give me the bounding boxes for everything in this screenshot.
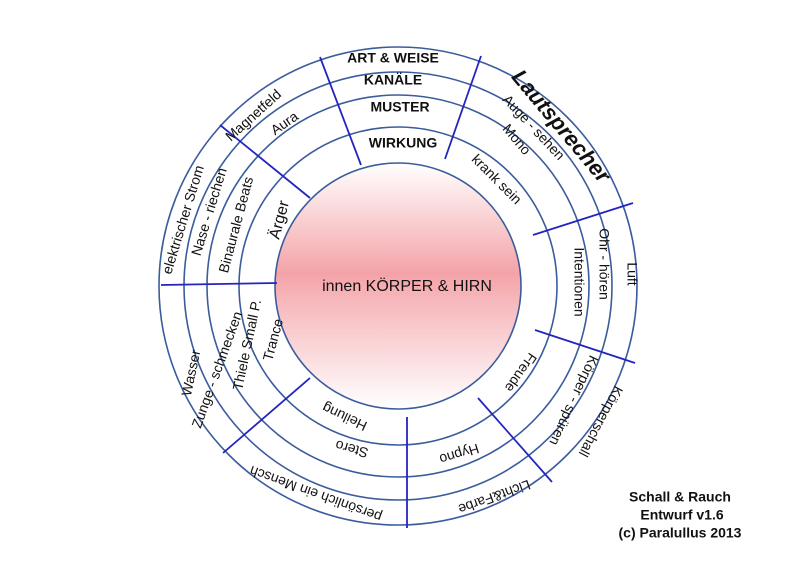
label-licht-farbe: Licht&Farbe (456, 477, 533, 518)
ring-4 (238, 126, 558, 446)
label-freude: Freude (502, 350, 541, 396)
label-luft: Luft (624, 262, 640, 285)
label-wasser: Wasser (178, 348, 203, 398)
label-persoenlich-ein-mensch: persönlich ein Mensch (247, 463, 383, 526)
divider (222, 377, 311, 454)
header-wirkung: WIRKUNG (369, 135, 438, 151)
label-heilung: Heilung (320, 400, 370, 435)
header-muster: MUSTER (370, 99, 429, 115)
divider (477, 397, 553, 483)
sector-dividers (160, 55, 636, 528)
header-art-weise: ART & WEISE (347, 50, 439, 66)
label-trance: Trance (259, 317, 286, 363)
footer-version: Entwurf v1.6 (640, 507, 723, 523)
divider (534, 329, 636, 364)
divider (444, 55, 482, 160)
footer-copyright: (c) Paralullus 2013 (619, 525, 742, 541)
core-circle (274, 162, 522, 410)
ring-3 (206, 94, 590, 478)
divider (319, 56, 362, 166)
ring-outer (158, 46, 638, 526)
label-intentionen: Intentionen (571, 247, 587, 316)
divider (219, 124, 311, 199)
header-kanaele: KANÄLE (364, 72, 422, 88)
label-ohr-hoeren: Ohr - hören (596, 228, 612, 300)
footer-title: Schall & Rauch (629, 489, 731, 505)
center-label: innen KÖRPER & HIRN (322, 277, 492, 295)
ring-2 (183, 71, 613, 501)
divider (160, 282, 278, 286)
label-hypno: Hypno (437, 441, 481, 468)
divider (532, 202, 634, 236)
